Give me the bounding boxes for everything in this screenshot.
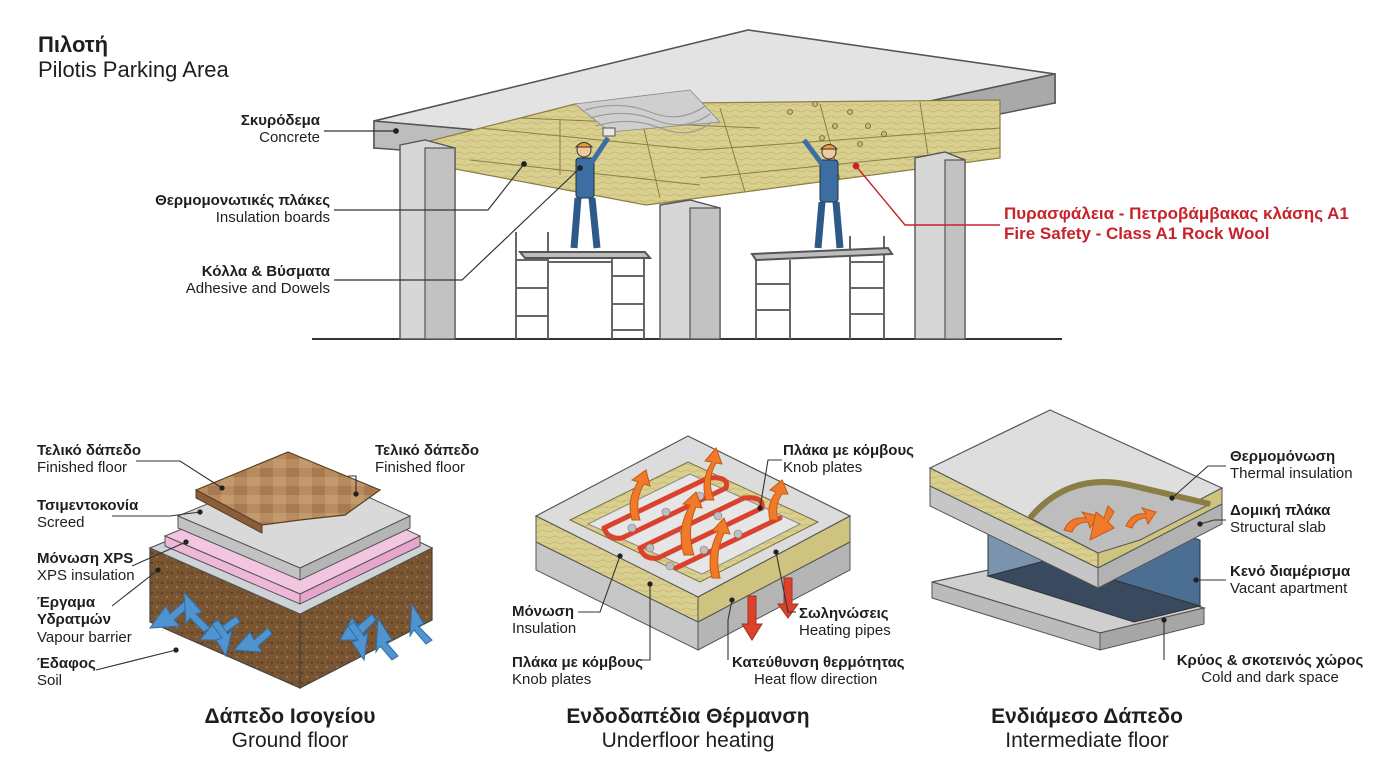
intermediate-section xyxy=(928,409,1226,660)
label-if-structural-slab: Δομική πλάκα Structural slab xyxy=(1230,502,1331,537)
label-fire-safety: Πυρασφάλεια - Πετροβάμβακας κλάσης Α1 Fi… xyxy=(1004,204,1349,243)
label-gf-screed: Τσιμεντοκονία Screed xyxy=(37,497,139,532)
label-if-thermal-insulation: Θερμομόνωση Thermal insulation xyxy=(1230,448,1353,483)
dowels xyxy=(787,101,887,147)
label-if-vacant-apartment: Κενό διαμέρισμα Vacant apartment xyxy=(1230,563,1351,598)
worker-left xyxy=(570,127,616,249)
label-gf-xps: Μόνωση XPS XPS insulation xyxy=(37,550,135,585)
page-title: Πιλοτή Pilotis Parking Area xyxy=(38,32,229,83)
label-uf-heating-pipes: Σωληνώσεις Heating pipes xyxy=(799,605,891,640)
heat-up-arrows xyxy=(629,447,789,579)
heat-down-arrows xyxy=(741,577,799,641)
label-gf-finished-floor-left: Τελικό δάπεδο Finished floor xyxy=(37,442,142,477)
label-if-cold-dark-space: Κρύος & σκοτεινός χώρος Cold and dark sp… xyxy=(1176,652,1364,687)
pilotis-leaders xyxy=(324,128,583,281)
ground-floor-section xyxy=(95,451,434,689)
label-insulation-boards: Θερμομονωτικές πλάκες Insulation boards xyxy=(155,192,330,227)
label-uf-insulation: Μόνωση Insulation xyxy=(512,603,577,638)
intermediate-leaders xyxy=(1161,465,1226,660)
heat-swirl-arrows xyxy=(1063,505,1157,541)
fire-safety-leader xyxy=(852,162,1000,226)
heating-pipes xyxy=(601,475,783,571)
label-gf-vapour-barrier: Έργαμα Υδρατμών Vapour barrier xyxy=(37,594,132,646)
label-uf-knob-plates-bottom: Πλάκα με κόμβους Knob plates xyxy=(512,654,643,689)
worker-right xyxy=(802,138,844,249)
label-concrete: Σκυρόδεμα Concrete xyxy=(240,112,320,147)
label-uf-heat-flow: Κατεύθυνση θερμότητας Heat flow directio… xyxy=(732,654,905,689)
ground-floor-leaders xyxy=(95,460,359,671)
columns xyxy=(399,139,966,340)
caption-underfloor: Ενδοδαπέδια Θέρμανση Underfloor heating xyxy=(566,705,810,753)
pilotis-structure xyxy=(312,29,1062,340)
label-uf-knob-plates-top: Πλάκα με κόμβους Knob plates xyxy=(783,442,914,477)
title-greek: Πιλοτή xyxy=(38,32,109,57)
label-gf-soil: Έδαφος Soil xyxy=(37,655,96,690)
ground-moisture-arrows xyxy=(148,590,433,662)
title-english: Pilotis Parking Area xyxy=(38,57,229,83)
label-gf-finished-floor-right: Τελικό δάπεδο Finished floor xyxy=(375,442,480,477)
caption-ground-floor: Δάπεδο Ισογείου Ground floor xyxy=(204,705,376,753)
adhesive-area xyxy=(574,89,721,134)
scaffold-right xyxy=(750,236,894,339)
underfloor-section xyxy=(534,435,852,661)
label-adhesive-dowels: Κόλλα & Βύσματα Adhesive and Dowels xyxy=(185,263,330,298)
underfloor-leaders xyxy=(578,459,796,661)
scaffold-left xyxy=(515,232,653,339)
caption-intermediate: Ενδιάμεσο Δάπεδο Intermediate floor xyxy=(991,705,1183,753)
